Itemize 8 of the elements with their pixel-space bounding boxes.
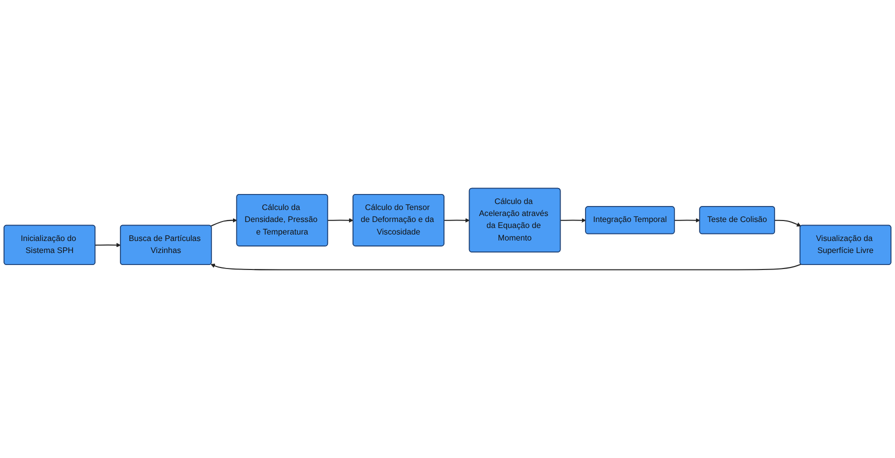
arrow — [560, 218, 586, 223]
arrow — [774, 220, 802, 227]
arrow — [328, 218, 354, 223]
arrow — [210, 218, 238, 227]
arrow — [95, 242, 121, 248]
arrow — [444, 218, 470, 223]
arrow — [210, 264, 802, 270]
arrow — [674, 218, 700, 223]
